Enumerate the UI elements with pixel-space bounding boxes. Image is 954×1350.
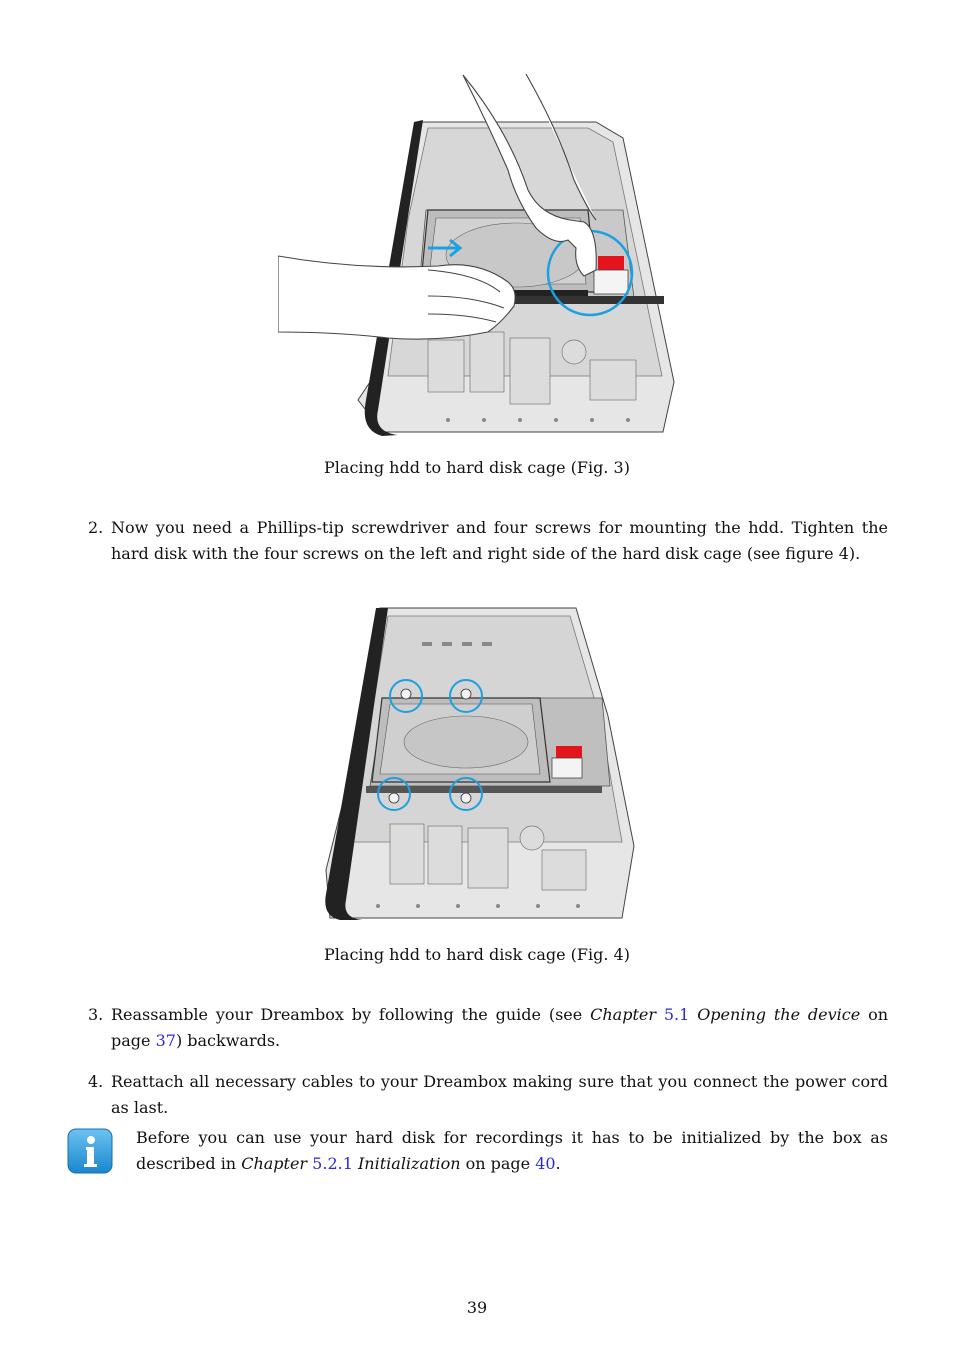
chapter-link[interactable]: 5.2.1 — [312, 1154, 353, 1173]
step-text-after: ) backwards. — [175, 1031, 281, 1050]
figure-4-illustration — [325, 607, 635, 920]
list-item-step-4: 4. Reattach all necessary cables to your… — [88, 1069, 888, 1121]
screw-icon — [388, 688, 472, 804]
chapter-word: Chapter — [590, 1005, 656, 1024]
list-item-step-3: 3. Reassamble your Dreambox by following… — [88, 1002, 888, 1054]
step-text: Reattach all necessary cables to your Dr… — [111, 1072, 888, 1117]
chapter-title: Initialization — [357, 1154, 461, 1173]
step-text: Now you need a Phillips-tip screwdriver … — [111, 518, 888, 563]
figure-4-caption: Placing hdd to hard disk cage (Fig. 4) — [324, 945, 630, 964]
figure-3-caption: Placing hdd to hard disk cage (Fig. 3) — [324, 458, 630, 477]
info-note: Before you can use your hard disk for re… — [136, 1125, 888, 1177]
chapter-title: Opening the device — [697, 1005, 861, 1024]
chapter-word: Chapter — [241, 1154, 308, 1173]
on-page-text: on page — [111, 1005, 889, 1050]
info-icon — [67, 1128, 113, 1174]
figure-3-illustration — [278, 73, 675, 436]
step-number: 2. — [88, 518, 104, 537]
list-item-step-2: 2. Now you need a Phillips-tip screwdriv… — [88, 515, 888, 567]
screw-highlight-circles — [377, 679, 483, 811]
page-number: 39 — [466, 1298, 488, 1317]
note-text-before: Before you can use your hard disk for re… — [136, 1128, 888, 1173]
step-number: 3. — [88, 1005, 104, 1024]
chapter-link[interactable]: 5.1 — [663, 1005, 690, 1024]
note-text-after: . — [555, 1154, 561, 1173]
hard-disk — [371, 697, 551, 783]
arrow-right-icon — [428, 238, 463, 258]
page-link[interactable]: 37 — [155, 1031, 176, 1050]
step-number: 4. — [88, 1072, 104, 1091]
step-text: Reassamble your Dreambox by following th… — [111, 1002, 888, 1054]
page-link[interactable]: 40 — [535, 1154, 556, 1173]
on-page-text: on page — [460, 1154, 536, 1173]
step-text-before: Reassamble your Dreambox by following th… — [111, 1005, 591, 1024]
hands-illustration — [278, 73, 597, 340]
